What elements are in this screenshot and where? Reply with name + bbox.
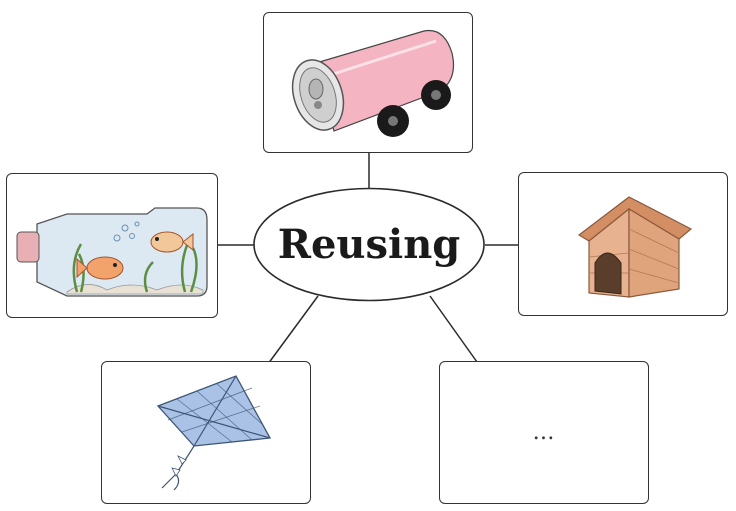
- node-right-box: [518, 172, 728, 316]
- center-node: Reusing: [252, 186, 486, 303]
- node-top-box: [263, 12, 473, 153]
- ellipsis-label: …: [532, 420, 556, 445]
- center-ellipse: [253, 187, 485, 302]
- kite-image: [156, 375, 272, 491]
- fish-icon: [150, 231, 194, 253]
- connector-bottom-right: [429, 295, 478, 363]
- node-left-box: [6, 173, 218, 318]
- wheel-icon: [421, 80, 451, 110]
- node-bottom-right-box: …: [439, 361, 649, 504]
- connector-bottom-left: [267, 295, 319, 365]
- center-label: Reusing: [277, 221, 461, 268]
- node-bottom-left-box: [101, 361, 311, 504]
- fish-icon: [76, 256, 124, 280]
- can-car-image: [291, 29, 455, 137]
- wheel-icon: [377, 105, 409, 137]
- bottle-fish-tank-image: [16, 207, 208, 297]
- doghouse-image: [577, 196, 693, 298]
